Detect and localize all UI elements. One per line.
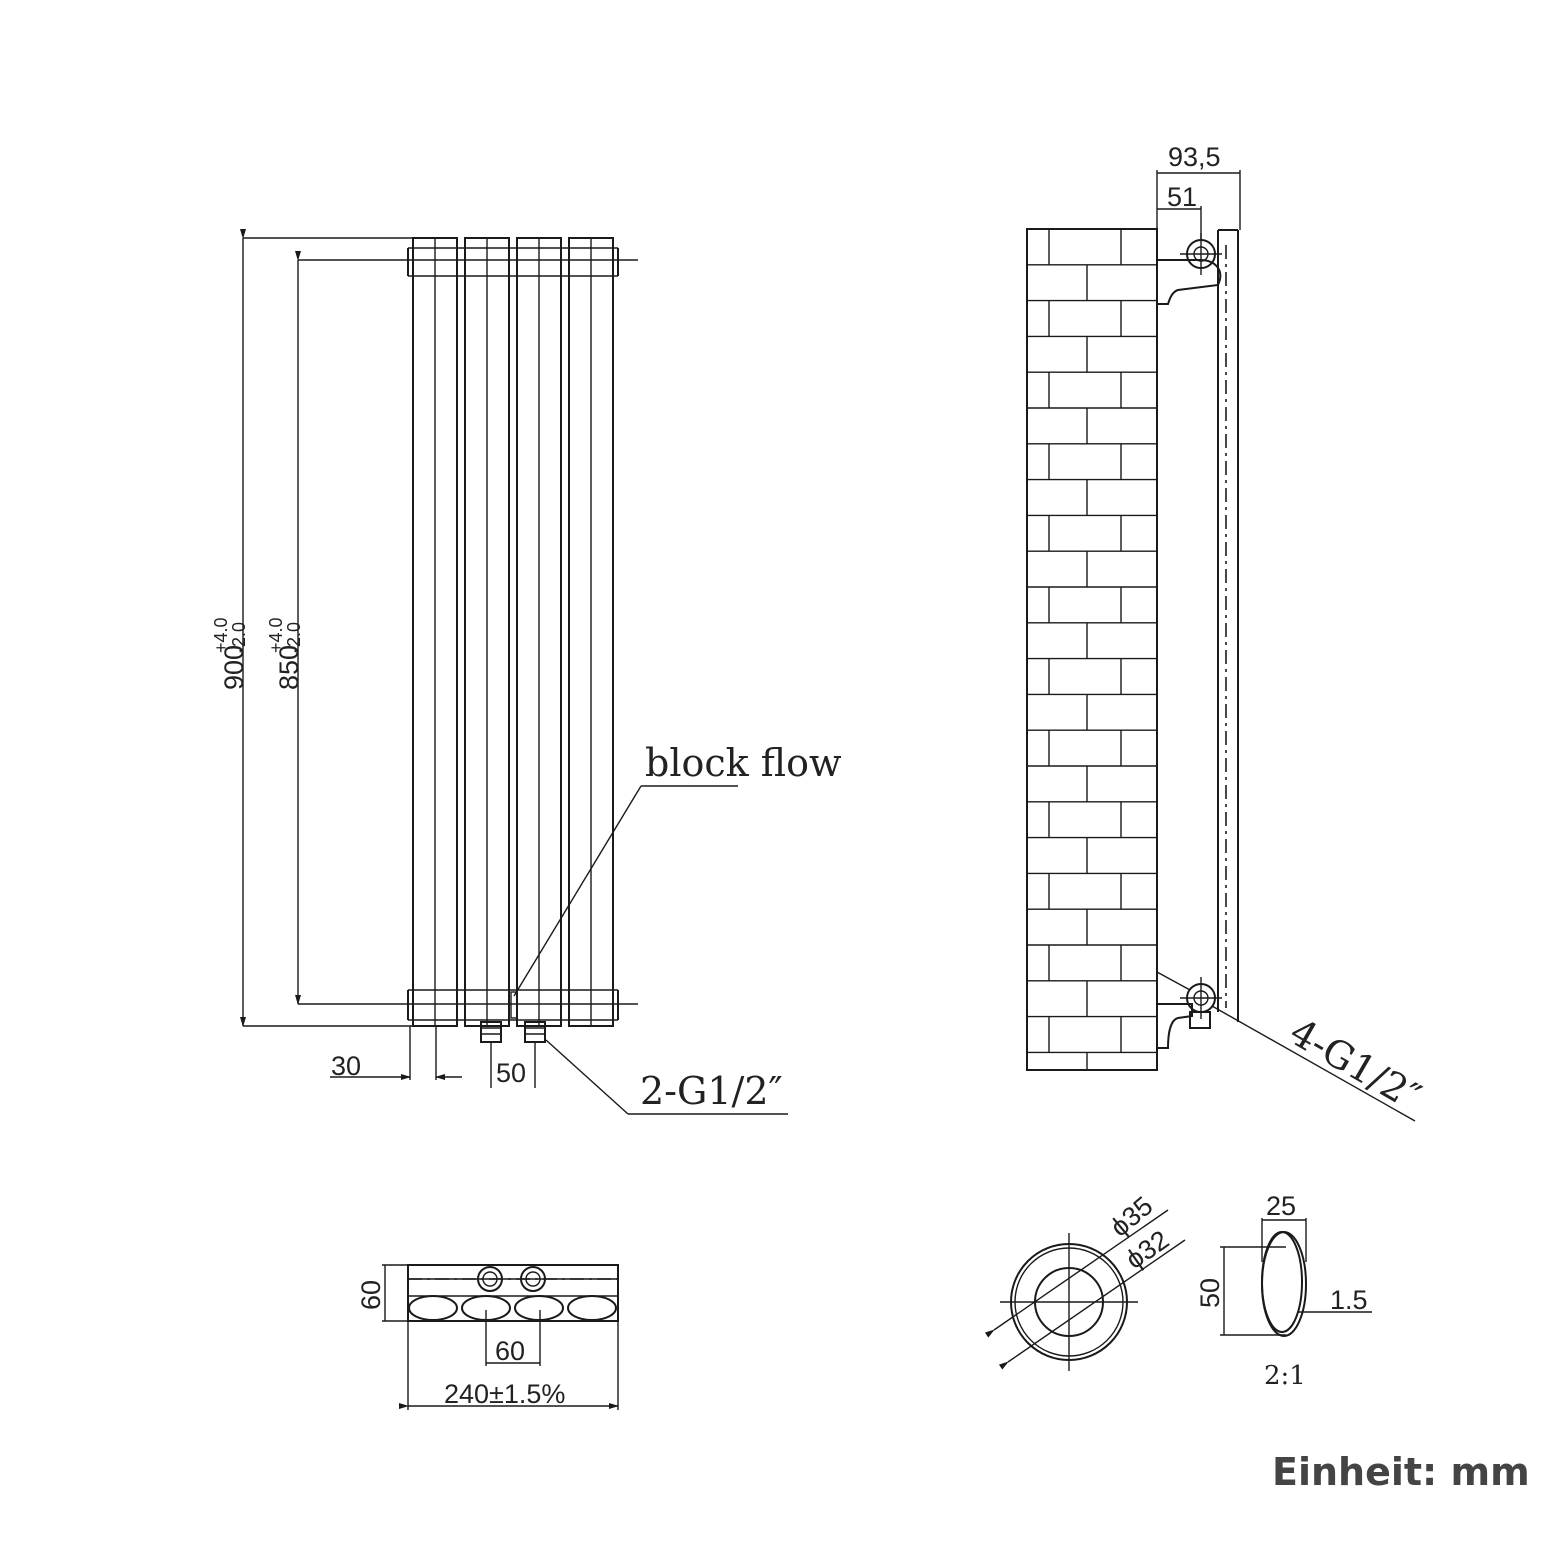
oval-section-detail: 50 25 1.5 2:1 xyxy=(1195,1191,1372,1391)
total-depth-label: 93,5 xyxy=(1168,142,1221,172)
side-view: 93,5 51 4-G1/2″ xyxy=(1026,142,1429,1122)
brick-wall xyxy=(1026,228,1158,1071)
height-total-tol-upper: +4.0 xyxy=(211,617,231,653)
pipe-centres-tol-upper: +4.0 xyxy=(266,617,286,653)
front-view: 900 +4.0 -2.0 850 +4.0 -2.0 30 50 block … xyxy=(211,229,842,1115)
bracket-depth-label: 51 xyxy=(1167,182,1197,212)
scale-label: 2:1 xyxy=(1264,1361,1306,1391)
pipe-centres-label: 850 +4.0 -2.0 xyxy=(266,617,304,690)
front-connection-label: 2-G1/2″ xyxy=(640,1069,783,1113)
height-total-value: 900 xyxy=(219,645,249,690)
column-width-label: 30 xyxy=(331,1051,361,1081)
connection-spacing-label: 50 xyxy=(496,1058,526,1088)
unit-label: Einheit: mm xyxy=(1272,1450,1530,1494)
block-flow-label: block flow xyxy=(645,741,842,785)
pipe-centres-value: 850 xyxy=(274,645,304,690)
side-connection-label: 4-G1/2″ xyxy=(1283,1010,1429,1119)
radiator-columns xyxy=(407,237,619,1043)
round-section-detail: ϕ35 ϕ32 xyxy=(984,1191,1186,1371)
oval-height-label: 50 xyxy=(1195,1278,1225,1308)
top-view: 60 60 240±1.5% xyxy=(356,1264,619,1410)
wall-thickness-label: 1.5 xyxy=(1330,1285,1368,1315)
height-total-tol-lower: -2.0 xyxy=(229,622,249,653)
pipe-centres-tol-lower: -2.0 xyxy=(284,622,304,653)
total-width-label: 240±1.5% xyxy=(444,1379,565,1409)
oval-width-label: 25 xyxy=(1266,1191,1296,1221)
height-total-label: 900 +4.0 -2.0 xyxy=(211,617,249,690)
top-depth-label: 60 xyxy=(356,1280,386,1310)
top-connection-spacing-label: 60 xyxy=(495,1336,525,1366)
